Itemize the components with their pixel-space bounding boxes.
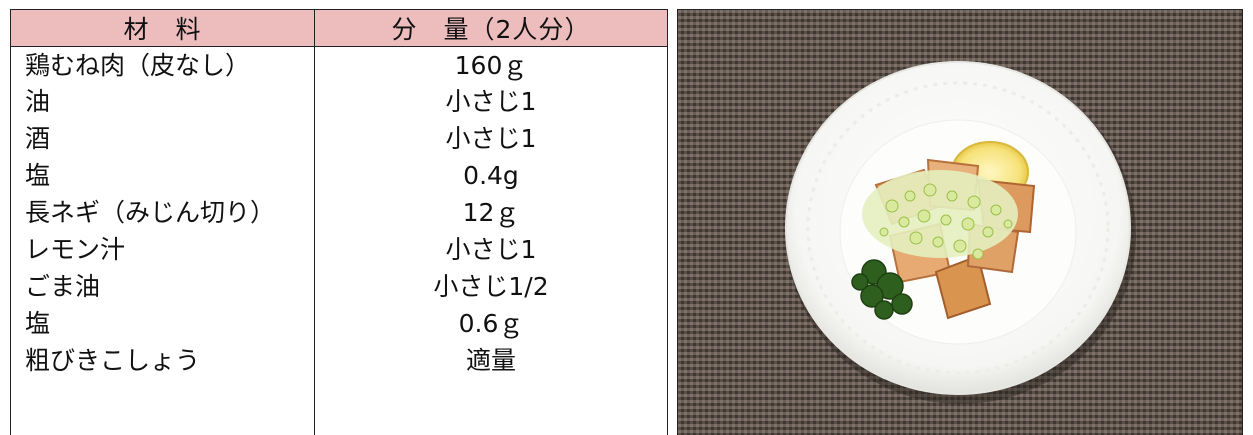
table-row: 塩 0.6ｇ xyxy=(10,305,668,343)
parsley-garnish xyxy=(851,259,913,320)
table-row: 長ネギ（みじん切り） 12ｇ xyxy=(10,194,668,232)
ingredient-name: 塩 xyxy=(10,305,315,343)
header-amount: 分 量（2人分） xyxy=(314,9,668,47)
table-row: レモン汁 小さじ1 xyxy=(10,231,668,269)
ingredient-amount: 160ｇ xyxy=(314,46,668,85)
ingredient-name: レモン汁 xyxy=(10,231,315,269)
ingredient-amount: 小さじ1 xyxy=(314,84,668,121)
ingredient-name: 粗びきこしょう xyxy=(10,342,315,380)
ingredient-name: 酒 xyxy=(10,120,315,158)
ingredient-amount: 小さじ1/2 xyxy=(314,268,668,306)
table-row: 塩 0.4g xyxy=(10,157,668,195)
ingredient-amount: 0.6ｇ xyxy=(314,305,668,343)
plate-rim-pattern xyxy=(806,81,1110,375)
ingredient-name: 塩 xyxy=(10,157,315,195)
table-row: ごま油 小さじ1/2 xyxy=(10,268,668,306)
scallion-topping xyxy=(862,170,1018,260)
ingredient-name: ごま油 xyxy=(10,268,315,306)
ingredient-amount: 小さじ1 xyxy=(314,231,668,269)
dish-photo xyxy=(677,9,1243,435)
ingredient-table: 材 料 分 量（2人分） 鶏むね肉（皮なし） 160ｇ 油 小さじ1 酒 小さじ… xyxy=(10,9,668,435)
table-row: 油 小さじ1 xyxy=(10,84,668,121)
ingredient-amount: 12ｇ xyxy=(314,194,668,232)
table-row: 鶏むね肉（皮なし） 160ｇ xyxy=(10,46,668,85)
table-row: 酒 小さじ1 xyxy=(10,120,668,158)
ingredient-amount: 適量 xyxy=(314,342,668,380)
table-empty-row xyxy=(10,379,668,435)
ingredient-name: 鶏むね肉（皮なし） xyxy=(10,46,315,85)
ingredient-amount: 小さじ1 xyxy=(314,120,668,158)
empty-cell xyxy=(314,379,668,435)
empty-cell xyxy=(10,379,315,435)
ingredient-name: 油 xyxy=(10,84,315,121)
header-ingredient: 材 料 xyxy=(10,9,315,47)
dish-illustration xyxy=(678,10,1242,435)
table-header-row: 材 料 分 量（2人分） xyxy=(10,9,668,47)
table-row: 粗びきこしょう 適量 xyxy=(10,342,668,380)
ingredient-amount: 0.4g xyxy=(314,157,668,195)
ingredient-name: 長ネギ（みじん切り） xyxy=(10,194,315,232)
